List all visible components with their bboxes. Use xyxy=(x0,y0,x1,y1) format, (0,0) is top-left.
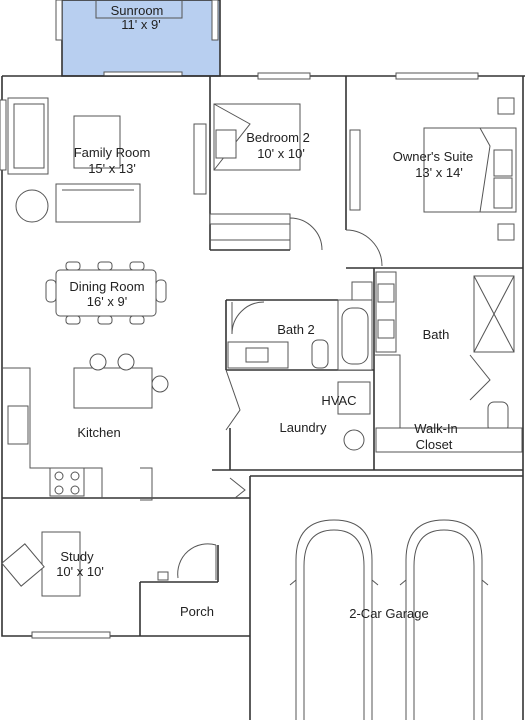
study-desk xyxy=(41,531,81,597)
sunroom-area xyxy=(61,0,221,77)
study-furniture xyxy=(1,531,169,597)
owners-suite-dims: 13' x 14' xyxy=(415,165,463,180)
sunroom xyxy=(55,0,221,77)
dining-room-dims: 16' x 9' xyxy=(87,294,127,309)
walk-in-closet-line1: Walk-In xyxy=(414,421,458,436)
porch-name: Porch xyxy=(180,604,214,619)
car-right xyxy=(405,519,483,720)
laundry-fixtures xyxy=(337,381,371,451)
water-heater xyxy=(343,429,365,451)
sunroom-name: Sunroom xyxy=(111,3,164,18)
owners-tv xyxy=(349,129,361,211)
bedroom-2-furniture xyxy=(209,103,301,241)
garage-cars xyxy=(289,519,489,720)
garage-name: 2-Car Garage xyxy=(349,606,428,621)
dining-furniture xyxy=(45,261,167,325)
car-left xyxy=(295,519,373,720)
owners-bath-fixtures xyxy=(375,271,523,453)
bath-2-name: Bath 2 xyxy=(277,322,315,337)
sunroom-window xyxy=(211,0,219,41)
study-dims: 10' x 10' xyxy=(56,564,104,579)
room-labels: Sunroom 11' x 9' Family Room 15' x 13' B… xyxy=(56,3,473,621)
side-table xyxy=(15,189,49,223)
bedroom-2-closet xyxy=(209,213,291,225)
sink xyxy=(7,405,29,445)
hvac-name: HVAC xyxy=(321,393,356,408)
laundry-name: Laundry xyxy=(280,420,327,435)
family-room-furniture xyxy=(7,97,207,223)
sunroom-window xyxy=(55,0,63,41)
bath-2-fixtures xyxy=(227,281,373,371)
bedroom-2-dims: 10' x 10' xyxy=(257,146,305,161)
bedroom-2-name: Bedroom 2 xyxy=(246,130,310,145)
study-chair xyxy=(1,543,45,587)
dining-room-name: Dining Room xyxy=(69,279,144,294)
range xyxy=(49,467,85,497)
kitchen-island xyxy=(73,367,153,409)
tv-stand xyxy=(193,123,207,195)
sunroom-dims: 11' x 9' xyxy=(121,17,160,32)
owners-suite-furniture xyxy=(349,97,517,241)
study-name: Study xyxy=(60,549,94,564)
walk-in-closet-line2: Closet xyxy=(416,437,453,452)
kitchen-name: Kitchen xyxy=(77,425,120,440)
hvac-unit xyxy=(337,381,371,415)
family-room-dims: 15' x 13' xyxy=(88,161,136,176)
owners-suite-name: Owner's Suite xyxy=(393,149,474,164)
family-room-name: Family Room xyxy=(74,145,151,160)
kitchen-furniture xyxy=(2,353,169,501)
door-swings xyxy=(177,217,383,580)
bath-name: Bath xyxy=(423,327,450,342)
coffee-table xyxy=(73,115,121,169)
windows xyxy=(0,72,479,639)
